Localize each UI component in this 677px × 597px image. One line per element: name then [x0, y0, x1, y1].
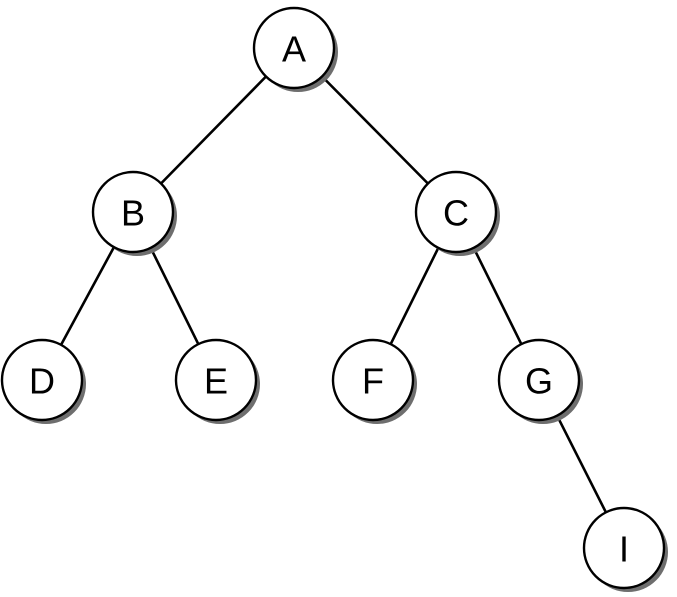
node-circle [252, 6, 336, 90]
tree-node-i: I [582, 506, 668, 592]
node-circle [91, 170, 175, 254]
nodes-layer: A B C D E F G I [0, 6, 668, 592]
node-label: A [282, 29, 306, 70]
tree-node-a: A [252, 6, 338, 92]
tree-node-c: C [414, 170, 500, 256]
node-label: G [525, 361, 553, 402]
node-circle [582, 506, 666, 590]
node-circle [497, 338, 581, 422]
tree-node-d: D [0, 338, 86, 424]
node-label: D [29, 361, 55, 402]
tree-node-e: E [174, 338, 260, 424]
edge-a-b [159, 75, 268, 185]
edges-layer [59, 75, 608, 514]
edge-b-d [59, 245, 116, 347]
node-label: B [121, 193, 145, 234]
edge-b-e [149, 246, 200, 346]
edge-c-g [472, 246, 523, 346]
node-circle [174, 338, 258, 422]
edge-c-f [389, 246, 440, 346]
node-label: E [204, 361, 228, 402]
node-circle [0, 338, 84, 422]
node-label: C [443, 193, 469, 234]
node-circle [331, 338, 415, 422]
edge-g-i [555, 414, 608, 514]
edge-a-c [320, 75, 430, 185]
tree-node-g: G [497, 338, 583, 424]
node-label: F [362, 361, 384, 402]
node-circle [414, 170, 498, 254]
node-label: I [619, 529, 629, 570]
tree-node-f: F [331, 338, 417, 424]
tree-node-b: B [91, 170, 177, 256]
